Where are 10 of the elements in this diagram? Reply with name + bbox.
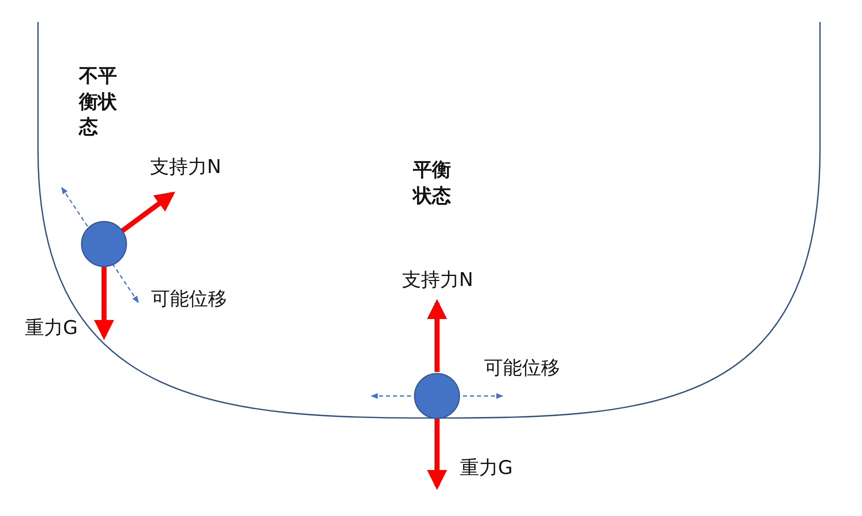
ball bbox=[414, 373, 460, 419]
force-label: 支持力N bbox=[402, 268, 474, 293]
force-label: 重力G bbox=[460, 456, 513, 481]
ball bbox=[81, 221, 127, 267]
displacement-label: 可能位移 bbox=[484, 356, 560, 381]
force-label: 支持力N bbox=[150, 155, 222, 180]
displacement-label: 可能位移 bbox=[151, 287, 227, 312]
force-label: 重力G bbox=[25, 316, 78, 341]
state-label: 平衡状态 bbox=[413, 158, 452, 209]
state-label: 不平衡状态 bbox=[79, 64, 118, 140]
